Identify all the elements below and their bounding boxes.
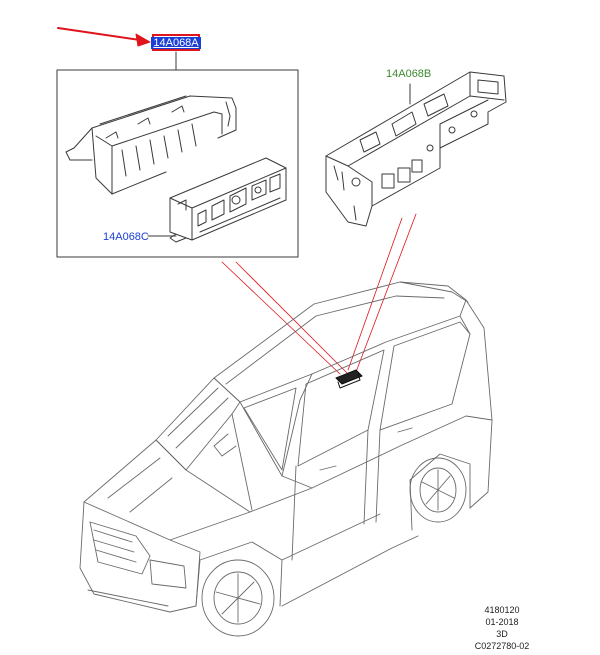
vehicle-outline: [79, 281, 493, 637]
module-housing: [65, 95, 237, 195]
module-location-marker: [335, 369, 363, 389]
callout-14a068b[interactable]: 14A068B: [386, 68, 432, 80]
module-pcb: [169, 157, 287, 243]
module-b: [325, 71, 507, 227]
location-leaders: [221, 213, 417, 375]
callout-14a068a[interactable]: 14A068A: [151, 34, 201, 51]
meta-line-4: C0272780-02: [474, 641, 530, 651]
meta-line-2: 01-2018: [485, 617, 519, 627]
meta-line-1: 4180120: [484, 605, 520, 615]
callout-14a068c[interactable]: 14A068C: [103, 231, 149, 243]
detail-frame: [56, 69, 299, 258]
callout-14a068a-text: 14A068A: [151, 36, 201, 49]
illustration-metadata: 4180120 01-2018 3D C0272780-02: [452, 604, 552, 652]
meta-line-3: 3D: [496, 629, 508, 639]
pointer-arrow: [57, 27, 151, 47]
